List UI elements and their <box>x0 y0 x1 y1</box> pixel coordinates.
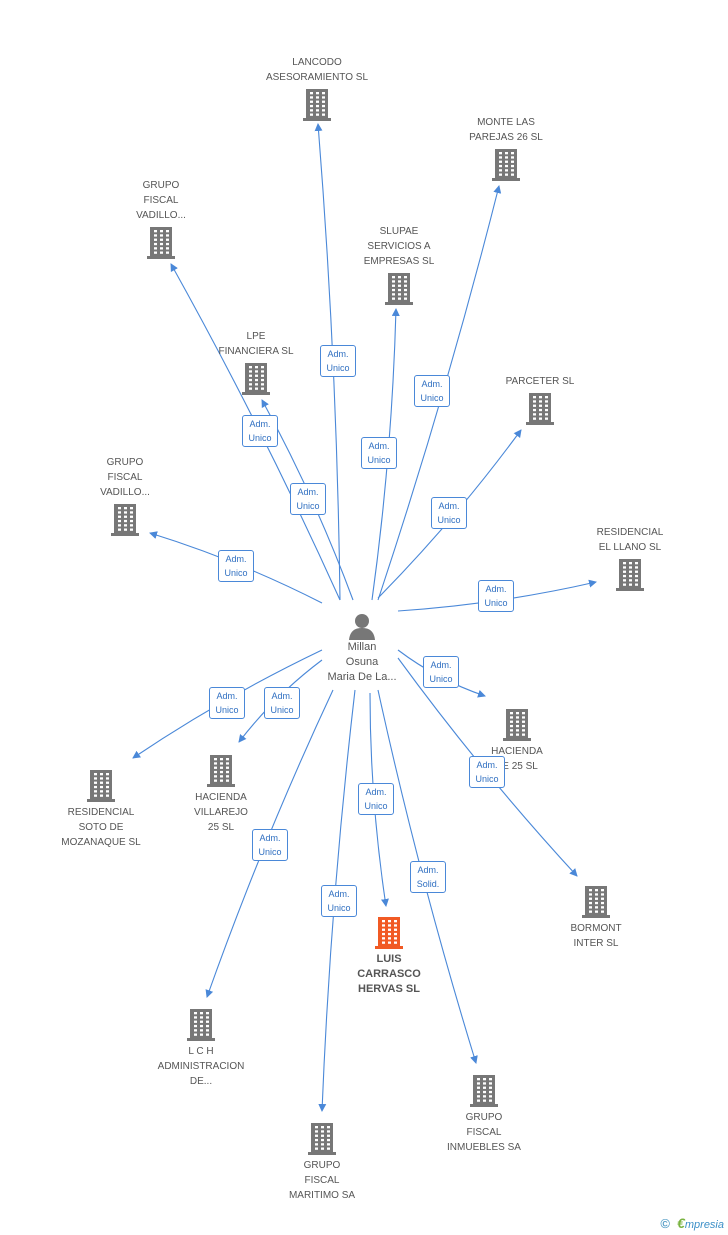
role-badge-residencial2[interactable]: Adm. Unico <box>209 687 245 719</box>
building-icon <box>207 755 235 787</box>
company-node-monte[interactable]: MONTE LAS PAREJAS 26 SL <box>431 115 581 181</box>
copyright-icon: © <box>660 1216 671 1231</box>
empresia-logo[interactable]: €mpresia <box>677 1215 724 1231</box>
company-label: LUIS CARRASCO HERVAS SL <box>357 953 421 995</box>
company-label: GRUPO FISCAL INMUEBLES SA <box>447 1112 521 1153</box>
company-label: MONTE LAS PAREJAS 26 SL <box>469 117 543 143</box>
company-node-hacienda1[interactable]: HACIENDA TE 25 SL <box>442 708 592 774</box>
building-icon <box>187 1009 215 1041</box>
company-label: PARCETER SL <box>505 376 575 387</box>
company-label: GRUPO FISCAL MARITIMO SA <box>288 1160 356 1201</box>
brand-footer: © €mpresia <box>660 1215 724 1231</box>
role-badge-lancodo[interactable]: Adm. Unico <box>320 345 356 377</box>
company-node-hacienda2[interactable]: HACIENDA VILLAREJO 25 SL <box>146 754 296 835</box>
company-node-bormont[interactable]: BORMONT INTER SL <box>521 885 671 951</box>
role-badge-luis[interactable]: Adm. Unico <box>358 783 394 815</box>
role-badge-grupo1[interactable]: Adm. Unico <box>290 483 326 515</box>
company-node-lancodo[interactable]: LANCODO ASESORAMIENTO SL <box>242 55 392 121</box>
company-label: LANCODO ASESORAMIENTO SL <box>265 57 369 83</box>
role-badge-slupae[interactable]: Adm. Unico <box>361 437 397 469</box>
company-node-grupo3[interactable]: GRUPO FISCAL INMUEBLES SA <box>409 1074 559 1155</box>
person-icon <box>349 614 375 640</box>
role-badge-grupo2[interactable]: Adm. Unico <box>218 550 254 582</box>
company-node-luis[interactable]: LUIS CARRASCO HERVAS SL <box>314 916 464 997</box>
role-badge-residencial1[interactable]: Adm. Unico <box>478 580 514 612</box>
role-badge-hacienda1[interactable]: Adm. Unico <box>423 656 459 688</box>
company-label: LPE FINANCIERA SL <box>218 331 294 357</box>
building-icon <box>385 273 413 305</box>
company-node-lpe[interactable]: LPE FINANCIERA SL <box>181 329 331 395</box>
company-node-residencial1[interactable]: RESIDENCIAL EL LLANO SL <box>555 525 705 591</box>
building-icon <box>503 709 531 741</box>
company-label: SLUPAE SERVICIOS A EMPRESAS SL <box>363 226 435 267</box>
company-label: L C H ADMINISTRACION DE... <box>157 1046 245 1087</box>
building-icon <box>111 504 139 536</box>
building-icon <box>87 770 115 802</box>
company-node-parceter[interactable]: PARCETER SL <box>465 374 615 425</box>
building-icon <box>616 559 644 591</box>
building-icon <box>147 227 175 259</box>
building-icon <box>526 393 554 425</box>
building-icon <box>582 886 610 918</box>
building-icon <box>492 149 520 181</box>
company-label: HACIENDA VILLAREJO 25 SL <box>194 792 248 833</box>
company-node-residencial2[interactable]: RESIDENCIAL SOTO DE MOZANAQUE SL <box>26 769 176 850</box>
role-badge-parceter[interactable]: Adm. Unico <box>431 497 467 529</box>
company-label: RESIDENCIAL SOTO DE MOZANAQUE SL <box>61 807 141 848</box>
building-icon <box>303 89 331 121</box>
company-node-slupae[interactable]: SLUPAE SERVICIOS A EMPRESAS SL <box>324 224 474 305</box>
center-person-label: Millan Osuna Maria De La... <box>327 641 397 683</box>
role-badge-lpe[interactable]: Adm. Unico <box>242 415 278 447</box>
building-icon <box>375 917 403 949</box>
role-badge-bormont[interactable]: Adm. Unico <box>469 756 505 788</box>
building-icon <box>308 1123 336 1155</box>
role-badge-lch[interactable]: Adm. Unico <box>252 829 288 861</box>
company-node-grupo4[interactable]: GRUPO FISCAL MARITIMO SA <box>247 1122 397 1203</box>
center-person[interactable]: Millan Osuna Maria De La... <box>307 612 417 685</box>
company-label: HACIENDA TE 25 SL <box>491 746 543 772</box>
company-node-grupo1[interactable]: GRUPO FISCAL VADILLO... <box>86 178 236 259</box>
company-label: GRUPO FISCAL VADILLO... <box>136 180 186 221</box>
role-badge-monte[interactable]: Adm. Unico <box>414 375 450 407</box>
building-icon <box>242 363 270 395</box>
role-badge-hacienda2[interactable]: Adm. Unico <box>264 687 300 719</box>
company-label: GRUPO FISCAL VADILLO... <box>100 457 150 498</box>
role-badge-grupo4[interactable]: Adm. Unico <box>321 885 357 917</box>
role-badge-grupo3[interactable]: Adm. Solid. <box>410 861 446 893</box>
company-label: BORMONT INTER SL <box>570 923 622 949</box>
company-node-lch[interactable]: L C H ADMINISTRACION DE... <box>126 1008 276 1089</box>
company-node-grupo2[interactable]: GRUPO FISCAL VADILLO... <box>50 455 200 536</box>
company-label: RESIDENCIAL EL LLANO SL <box>596 527 664 553</box>
building-icon <box>470 1075 498 1107</box>
